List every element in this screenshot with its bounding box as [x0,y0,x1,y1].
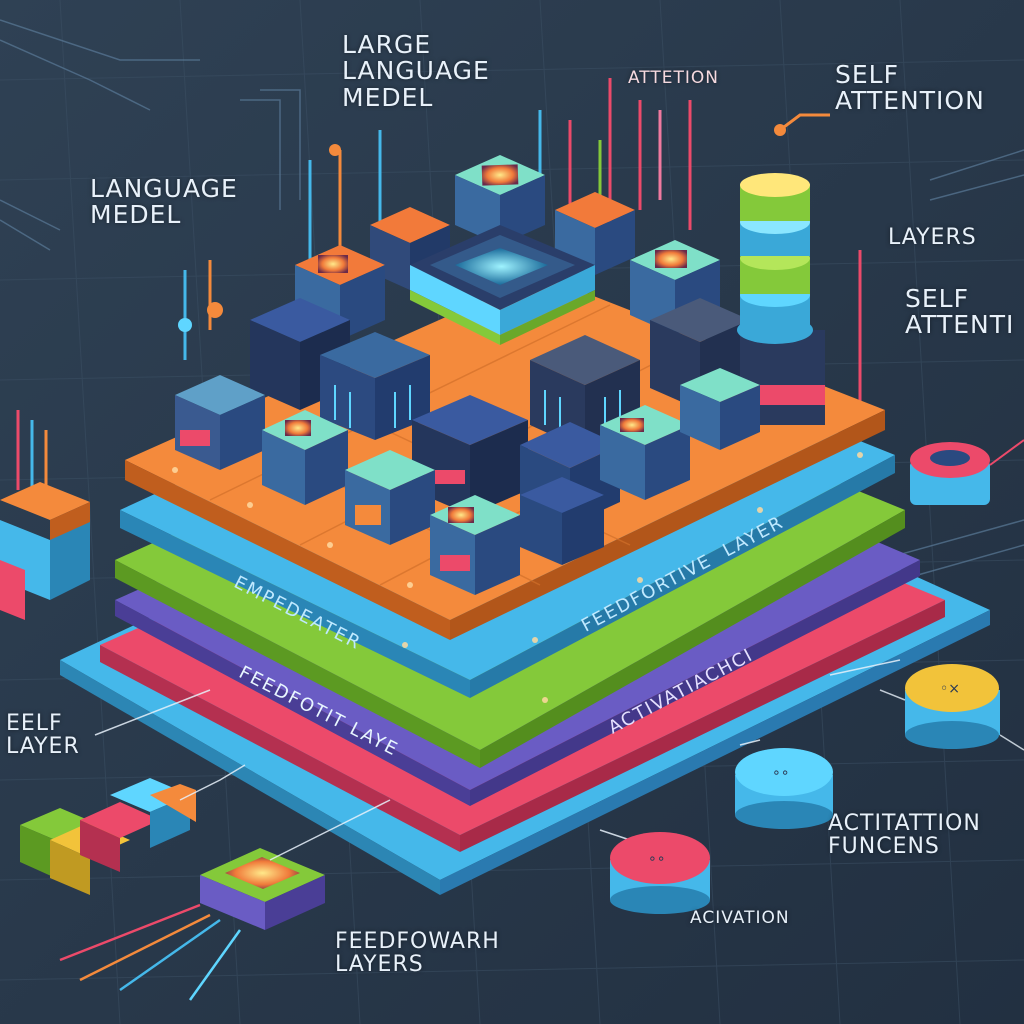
label-self-attention-top: SELF ATTENTION [835,60,985,116]
neural-cube-icon [600,405,690,500]
cube-cluster [175,155,825,595]
chip-wires [59,903,242,1001]
wire-node [178,318,192,332]
neural-cube-icon [345,450,435,545]
label-language-model: LANGUAGE MEDEL [90,174,238,230]
processor-chip-icon [200,848,325,930]
label-attention: ATTETION [628,68,720,88]
neural-cube-icon [175,375,265,470]
activation-node-icon [910,442,990,505]
wire-node [207,302,223,318]
label-layers-right: LAYERS [888,225,977,250]
neural-cube-icon [412,395,528,515]
left-block-stack [0,482,90,620]
bubble-wires [879,689,1024,751]
label-activation-funcens: ACTITATTION FUNCENS [828,811,981,860]
connection-wires [94,659,901,861]
attention-stack-icon [737,173,825,425]
activation-node-icon: ∘∘ [735,748,833,829]
activation-node-icon: ◦× [905,664,1000,749]
label-large-language-model: LARGE LANGUAGE MEDEL [342,30,490,112]
wire-node [329,144,341,156]
svg-text:∘∘: ∘∘ [772,765,790,781]
label-feedfowarh-layers: FEEDFOWARH LAYERS [335,929,500,978]
processor-chip-icon [410,225,595,345]
plate-rivets [172,452,863,703]
svg-text:∘∘: ∘∘ [648,851,666,867]
neural-cube-icon [262,410,348,505]
neural-cube-icon [680,368,760,450]
neural-cube-icon [455,155,545,245]
wire-node [774,124,786,136]
label-acivation: ACIVATION [690,908,790,928]
label-self-attention-right: SELF ATTENTI [905,284,1015,340]
svg-text:◦×: ◦× [940,681,960,697]
activation-node-icon: ∘∘ [610,832,710,914]
circuit-traces [0,19,1024,581]
neural-cube-icon [320,332,430,440]
neural-cube-icon [430,495,520,595]
bottom-left-blocks [20,778,196,895]
neural-cube-icon [520,477,604,565]
top-wires [183,78,862,420]
label-eelf-layer: EELF LAYER [6,711,80,760]
